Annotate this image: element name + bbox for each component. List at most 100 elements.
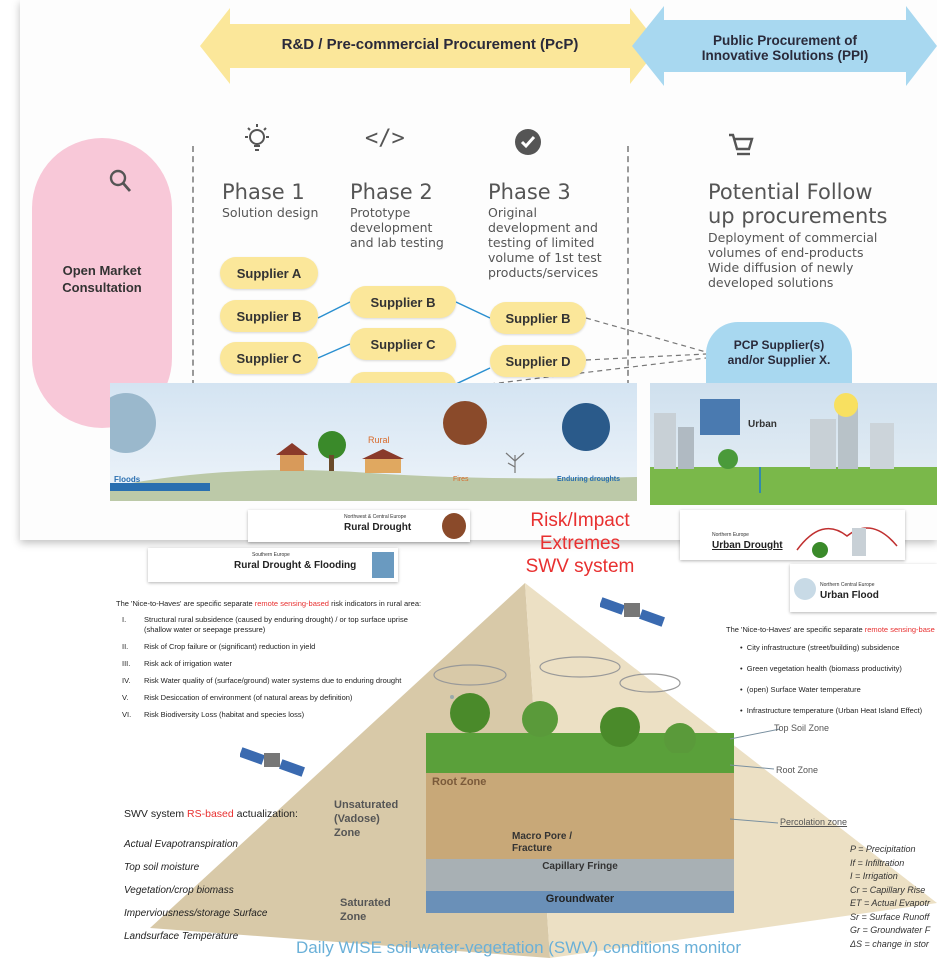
root-zone-label: Root Zone: [432, 776, 487, 788]
rural-panel: Floods Rural Fires Enduring droughts: [110, 383, 637, 501]
follow-up-desc-line2: volumes of end-products: [708, 245, 864, 260]
urban-risk-text: (open) Surface Water temperature: [746, 685, 861, 694]
swv-heading: SWV system RS-based actualization:: [124, 808, 298, 820]
phase3-desc-line3: testing of limited: [488, 235, 595, 250]
urban-risk-text: City infrastructure (street/building) su…: [746, 643, 900, 652]
phase3-title: Phase 3: [488, 180, 571, 204]
swv-composite: Floods Rural Fires Enduring droughts Urb…: [110, 383, 937, 963]
rural-rs-intro-a: The 'Nice-to-Haves' are specific separat…: [116, 599, 255, 608]
phase3-desc-line1: Original: [488, 205, 537, 220]
risk-title-line1: Risk/Impact: [530, 510, 630, 531]
follow-up-title: Potential Follow up procurements: [708, 180, 887, 228]
phase2-title: Phase 2: [350, 180, 433, 204]
trees: [450, 693, 696, 753]
rural-landscape: [110, 393, 637, 501]
follow-up-desc: Deployment of commercial volumes of end-…: [708, 230, 877, 290]
phase2-desc: Prototype development and lab testing: [350, 205, 444, 250]
unsat-line1: Unsaturated: [334, 799, 399, 811]
swv-item: Landsurface Temperature: [124, 931, 239, 942]
legend-item: P = Precipitation: [850, 844, 916, 854]
rural-drought-flooding-card: Southern Europe Rural Drought & Flooding: [148, 548, 398, 582]
root-zone-right-label: Root Zone: [776, 765, 819, 775]
phase3-supplier-b-pill: Supplier B: [490, 302, 586, 334]
urban-risk-item: • Green vegetation health (biomass produ…: [740, 664, 937, 674]
swv-head-c: actualization:: [233, 808, 298, 820]
satellite-icon-left: [239, 743, 310, 788]
urban-flood-card: Northern Central Europe Urban Flood: [790, 564, 937, 612]
pcp-supplier-line1: PCP Supplier(s): [733, 338, 825, 352]
rural-drought-title: Rural Drought: [344, 522, 412, 533]
rural-risk-text: (shallow water or seepage pressure): [144, 625, 266, 634]
rural-risk-number: III.: [122, 659, 131, 668]
omc-line2: Consultation: [62, 280, 142, 295]
omc-label: Open Market Consultation: [42, 262, 162, 296]
rural-risk-number: V.: [122, 693, 129, 702]
follow-up-title-line1: Potential Follow: [708, 180, 873, 204]
rural-risk-text: Structural rural subsidence (caused by e…: [144, 615, 408, 624]
rural-risk-item: VI. Risk Biodiversity Loss (habitat and s…: [116, 710, 456, 720]
bottom-caption: Daily WISE soil-water-vegetation (SWV) c…: [296, 938, 741, 957]
urban-landscape: [650, 393, 937, 505]
macro-line1: Macro Pore /: [512, 831, 573, 842]
rural-risk-number: [116, 625, 144, 635]
bullet-icon: •: [740, 664, 747, 673]
urban-rs-intro-b: remote sensing-base: [864, 625, 935, 634]
rural-risk-text: Risk Biodiversity Loss (habitat and spec…: [144, 710, 305, 719]
satellite-icon: [599, 593, 670, 638]
ppi-banner-label: Public Procurement of Innovative Solutio…: [660, 30, 910, 66]
swv-item: Top soil moisture: [124, 862, 200, 873]
ppi-banner-arrow: [632, 6, 937, 86]
rdf-title: Rural Drought & Flooding: [234, 560, 357, 571]
legend-item: I = Irrigation: [850, 871, 898, 881]
search-icon: [108, 168, 132, 199]
legend-item: Gr = Groundwater F: [850, 925, 931, 935]
unsaturated-zone-label: Unsaturated (Vadose) Zone: [334, 798, 398, 840]
urban-rs-intro-a: The 'Nice-to-Haves' are specific separat…: [726, 625, 865, 634]
groundwater-layer: [426, 891, 734, 913]
capillary-fringe-label: Capillary Fringe: [542, 861, 618, 872]
zone-leader-lines: [730, 728, 781, 824]
rural-risk-item: V.Risk Desiccation of environment (of na…: [116, 693, 456, 703]
rural-drought-card: Northwest & Central Europe Rural Drought: [248, 510, 470, 542]
supplier-c-pill: Supplier C: [220, 342, 318, 374]
lightbulb-icon: [242, 122, 272, 161]
legend-item: Cr = Capillary Rise: [850, 884, 926, 895]
sat-line2: Zone: [340, 911, 367, 923]
top-soil-zone-label: Top Soil Zone: [774, 723, 830, 733]
macro-pore-label: Macro Pore / Fracture: [512, 831, 572, 855]
phase1-desc: Solution design: [222, 205, 319, 220]
phase2-desc-line3: and lab testing: [350, 235, 444, 250]
rural-risk-number: II.: [122, 642, 129, 651]
supplier-connectors: [317, 301, 707, 385]
floods-label: Floods: [114, 475, 141, 484]
divider-dashed-right: [627, 146, 629, 386]
rural-rs-intro-b: remote sensing-based: [254, 599, 329, 608]
urban-drought-title: Urban Drought: [712, 540, 783, 551]
urban-panel: Urban: [650, 383, 937, 505]
rural-risk-number: VI.: [122, 710, 132, 719]
macro-line2: Fracture: [512, 843, 553, 854]
phase2-supplier-d-pill-partial: [350, 372, 456, 386]
saturated-zone-label: Saturated Zone: [340, 896, 391, 924]
pcp-supplier-line2: and/or Supplier X.: [727, 353, 831, 367]
swv-item: Actual Evapotranspiration: [124, 839, 238, 850]
sat-line1: Saturated: [340, 897, 391, 909]
legend-item: ΔS = change in stor: [850, 938, 929, 949]
clouds-rain: [433, 656, 681, 731]
checkmark-circle-icon: [514, 128, 542, 161]
unsat-line2: (Vadose): [334, 813, 380, 825]
pcp-banner-arrow: [200, 8, 660, 84]
rdf-region: Southern Europe: [252, 552, 290, 558]
phase3-supplier-d-pill: Supplier D: [490, 345, 586, 377]
phase2-supplier-b-pill: Supplier B: [350, 286, 456, 318]
legend-item: Sr = Surface Runoff: [850, 911, 930, 922]
rural-label: Rural: [368, 435, 390, 445]
rural-risk-item: IV.Risk Water quality of (surface/ground…: [116, 676, 456, 686]
fires-label: Fires: [453, 476, 469, 483]
phase2-desc-line2: development: [350, 220, 433, 235]
unsat-line3: Zone: [334, 827, 361, 839]
rural-risk-item: I.Structural rural subsidence (caused by…: [116, 615, 456, 625]
rural-drought-region: Northwest & Central Europe: [344, 514, 407, 520]
